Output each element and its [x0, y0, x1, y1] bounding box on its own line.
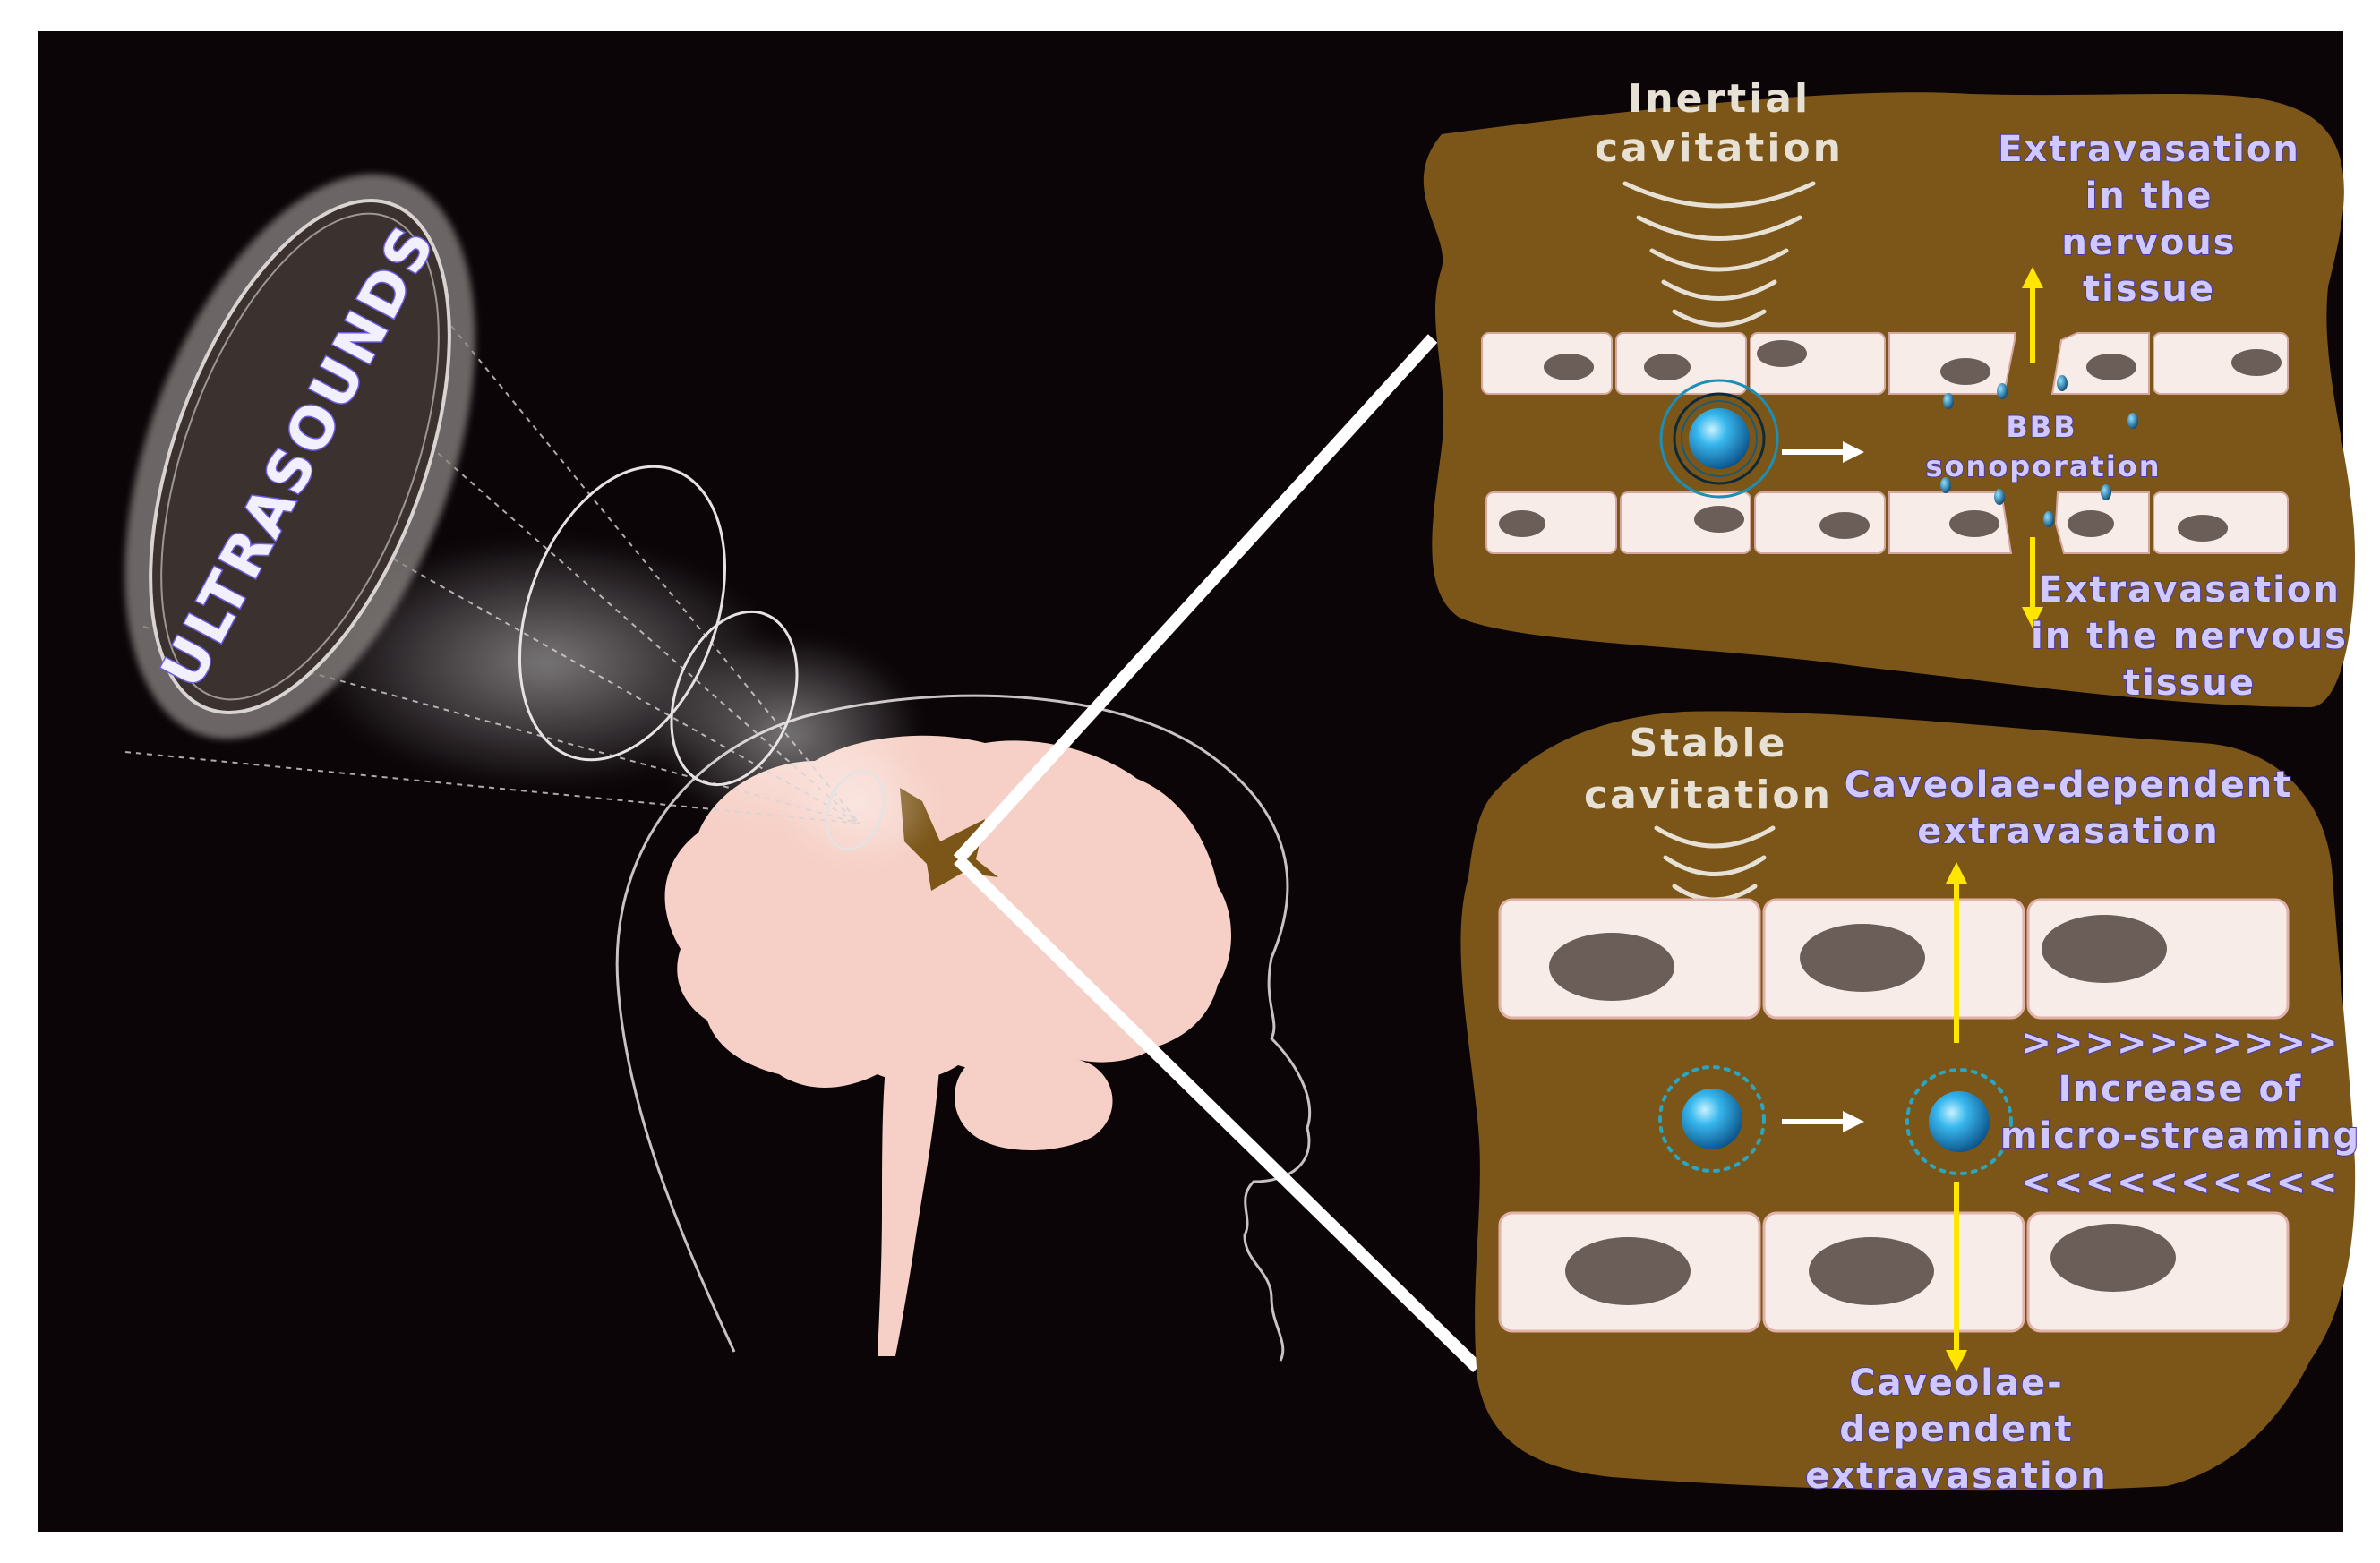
inertial-microbubble — [1659, 379, 1779, 499]
stable-bottom-label: Caveolae- dependent extravasation — [1804, 1362, 2107, 1498]
stable-top-cells — [1498, 898, 2290, 1020]
svg-text:extravasation: extravasation — [1805, 1456, 2107, 1497]
stable-top-label: Caveolae-dependent extravasation — [1844, 764, 2293, 853]
inertial-flow-arrow — [1782, 441, 1864, 463]
bbb-label: BBB — [2006, 410, 2076, 444]
svg-text:Extravasation: Extravasation — [2038, 569, 2341, 611]
stable-title-1: Stable — [1630, 721, 1788, 766]
cerebellum — [955, 1052, 1113, 1150]
svg-text:tissue: tissue — [2083, 269, 2215, 310]
inertial-extravasation-arrows — [2022, 267, 2043, 628]
inertial-bottom-cells — [1485, 491, 2289, 554]
beam-ring-mid — [518, 465, 727, 762]
stable-bottom-cells — [1498, 1211, 2290, 1333]
stable-flow-arrow — [1782, 1111, 1864, 1132]
head-outline — [615, 694, 1312, 1362]
stable-microbubble-1 — [1658, 1065, 1766, 1173]
inertial-title-1: Inertial — [1628, 76, 1811, 122]
inertial-tissue — [1423, 92, 2355, 707]
svg-text:Increase of: Increase of — [2059, 1069, 2303, 1110]
stable-extravasation-arrows — [1946, 862, 1967, 1371]
svg-text:Caveolae-dependent: Caveolae-dependent — [1845, 764, 2293, 806]
micro-streaming-label: >>>>>>>>>> Increase of micro-streaming <… — [1999, 1021, 2360, 1204]
svg-text:extravasation: extravasation — [1917, 811, 2219, 852]
svg-text:in the: in the — [2085, 175, 2213, 217]
ultrasound-beam — [124, 201, 940, 868]
inertial-bottom-extravasation: Extravasation in the nervous tissue — [2030, 568, 2348, 705]
svg-text:<<<<<<<<<<: <<<<<<<<<< — [2021, 1162, 2339, 1203]
brainstem — [878, 1056, 940, 1356]
inertial-cavitation-panel: Inertial cavitation — [1423, 76, 2355, 707]
inertial-top-cells — [1481, 332, 2289, 395]
svg-text:tissue: tissue — [2123, 662, 2256, 704]
svg-text:nervous: nervous — [2061, 222, 2236, 263]
beam-ring-small — [670, 610, 799, 787]
svg-text:dependent: dependent — [1839, 1409, 2073, 1450]
stable-microbubble-2 — [1905, 1068, 2013, 1175]
beam-ring-focus — [825, 769, 886, 851]
svg-text:in the nervous: in the nervous — [2031, 616, 2348, 657]
inertial-title-2: cavitation — [1595, 125, 1844, 171]
stable-cavitation-panel: Stable cavitation — [1460, 711, 2360, 1498]
inertial-top-extravasation: Extravasation in the nervous tissue — [1997, 128, 2300, 311]
zoom-lines — [953, 334, 1482, 1373]
drug-particles — [1940, 375, 2138, 527]
svg-text:>>>>>>>>>>: >>>>>>>>>> — [2021, 1022, 2339, 1063]
svg-text:Extravasation: Extravasation — [1998, 129, 2300, 170]
inertial-waves — [1622, 181, 1816, 328]
sonoporation-label: sonoporation — [1925, 449, 2161, 483]
transducer: ULTRASOUNDS — [124, 174, 475, 739]
svg-text:Caveolae-: Caveolae- — [1849, 1362, 2063, 1404]
svg-text:micro-streaming: micro-streaming — [2000, 1115, 2360, 1157]
stable-title-2: cavitation — [1584, 773, 1833, 818]
